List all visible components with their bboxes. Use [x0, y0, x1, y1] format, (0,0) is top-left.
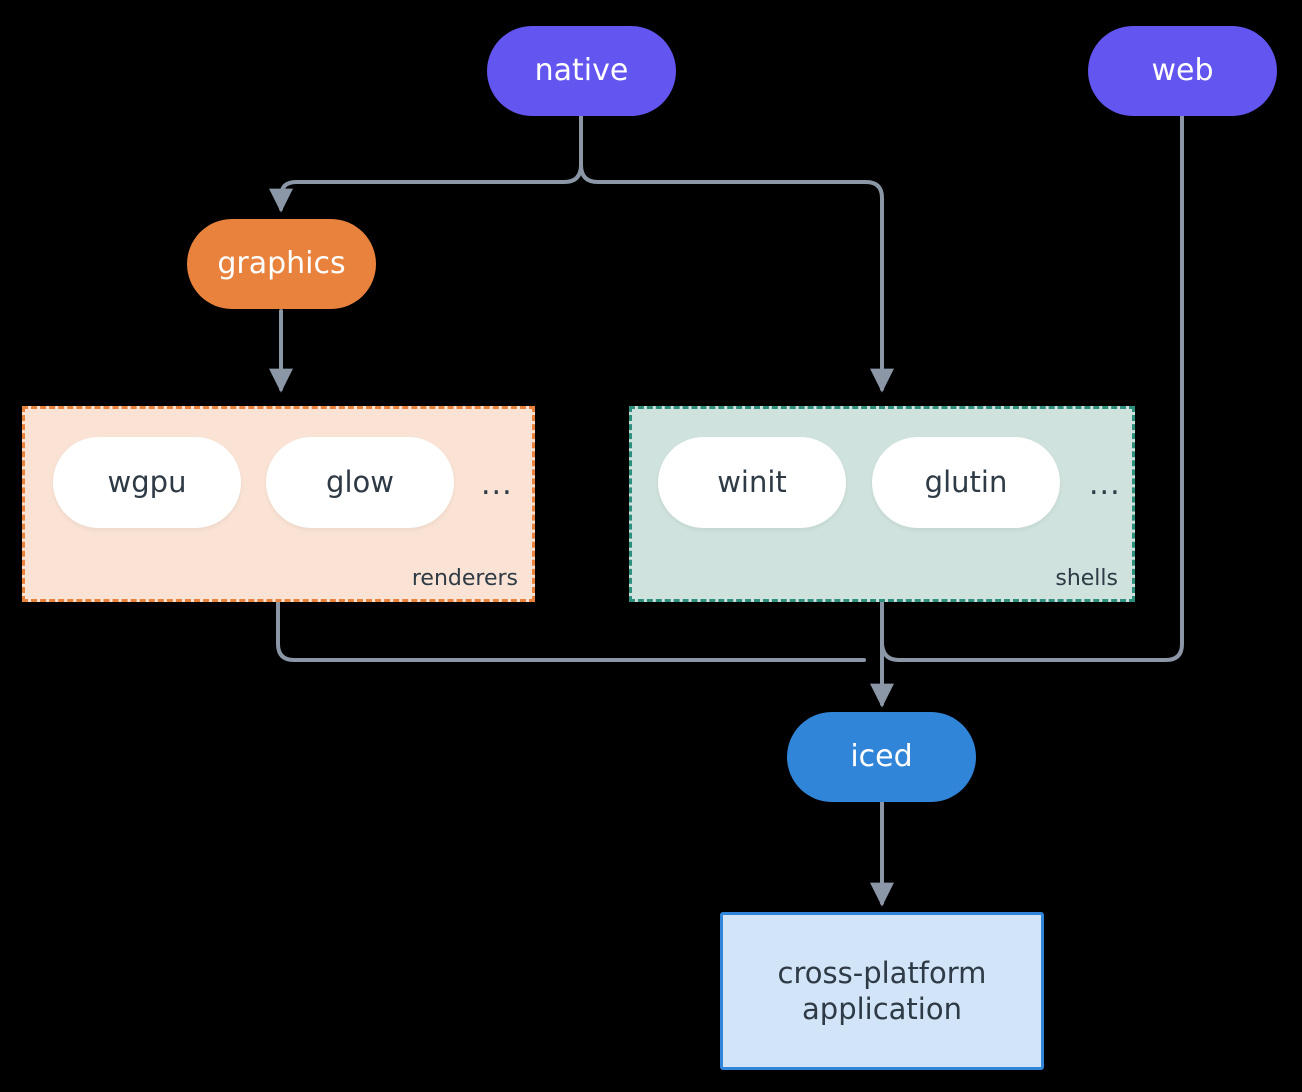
cluster-shells-label: shells	[1055, 566, 1118, 591]
node-application[interactable]: cross-platform application	[720, 912, 1044, 1070]
node-iced[interactable]: iced	[787, 712, 976, 802]
renderers-overflow-ellipsis: ...	[481, 467, 513, 502]
edge-shells-to-iced	[880, 600, 901, 662]
edge-renderers-to-iced	[276, 600, 866, 662]
node-native[interactable]: native	[487, 26, 676, 116]
node-web[interactable]: web	[1088, 26, 1277, 116]
chip-glow[interactable]: glow	[266, 437, 454, 528]
cluster-renderers: wgpu glow ... renderers	[22, 406, 535, 602]
edge-native-to-shells	[579, 163, 894, 393]
node-iced-label: iced	[850, 739, 913, 775]
chip-wgpu-label: wgpu	[107, 465, 187, 500]
chip-glow-label: glow	[326, 465, 394, 500]
chip-winit[interactable]: winit	[658, 437, 846, 528]
node-graphics[interactable]: graphics	[187, 219, 376, 309]
node-application-label-line2: application	[802, 992, 962, 1026]
cluster-renderers-label: renderers	[411, 566, 518, 591]
chip-wgpu[interactable]: wgpu	[53, 437, 241, 528]
node-web-label: web	[1151, 53, 1214, 89]
chip-glutin[interactable]: glutin	[872, 437, 1060, 528]
node-native-label: native	[534, 53, 629, 89]
node-graphics-label: graphics	[217, 246, 346, 282]
edge-native-bus	[562, 113, 583, 184]
cluster-shells: winit glutin ... shells	[629, 406, 1135, 602]
shells-overflow-ellipsis: ...	[1089, 467, 1121, 502]
node-application-label-line1: cross-platform	[777, 955, 987, 990]
chip-glutin-label: glutin	[924, 465, 1008, 500]
edge-native-to-graphics	[269, 180, 566, 213]
chip-winit-label: winit	[717, 465, 787, 500]
